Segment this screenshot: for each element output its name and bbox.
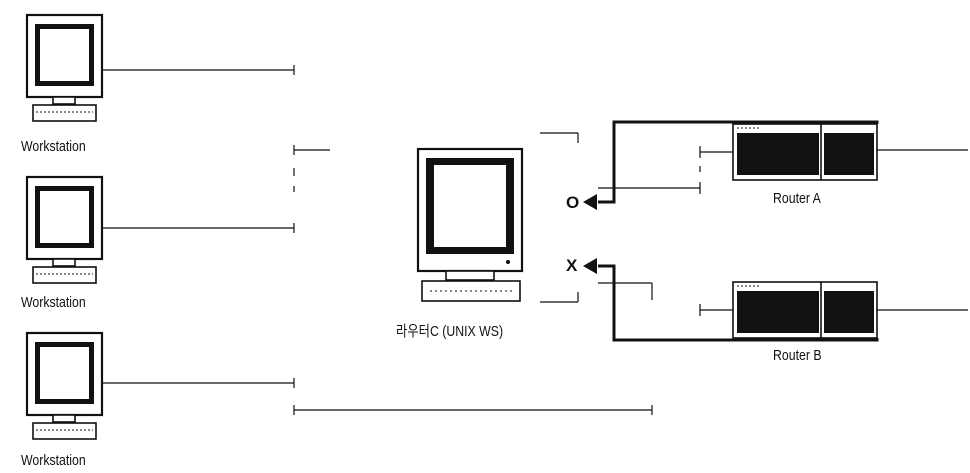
- path-x-arrow-icon: [583, 258, 597, 274]
- router-a-label: Router A: [773, 190, 821, 207]
- router-c-brackets: [540, 133, 578, 302]
- path-o-status: O: [566, 193, 579, 213]
- router-c-icon: [418, 149, 522, 301]
- router-c-label: 라우터C (UNIX WS): [396, 320, 503, 341]
- path-o-arrow-icon: [583, 194, 597, 210]
- workstation-2-label: Workstation: [21, 294, 86, 311]
- lan-lines: [102, 65, 652, 415]
- workstation-2-icon: [27, 177, 102, 283]
- path-x-status: X: [566, 256, 577, 276]
- router-b-label: Router B: [773, 347, 822, 364]
- workstation-3-label: Workstation: [21, 452, 86, 469]
- router-a-icon: [733, 124, 877, 180]
- router-b-icon: [733, 282, 877, 338]
- workstation-1-icon: [27, 15, 102, 121]
- workstation-1-label: Workstation: [21, 138, 86, 155]
- workstation-3-icon: [27, 333, 102, 439]
